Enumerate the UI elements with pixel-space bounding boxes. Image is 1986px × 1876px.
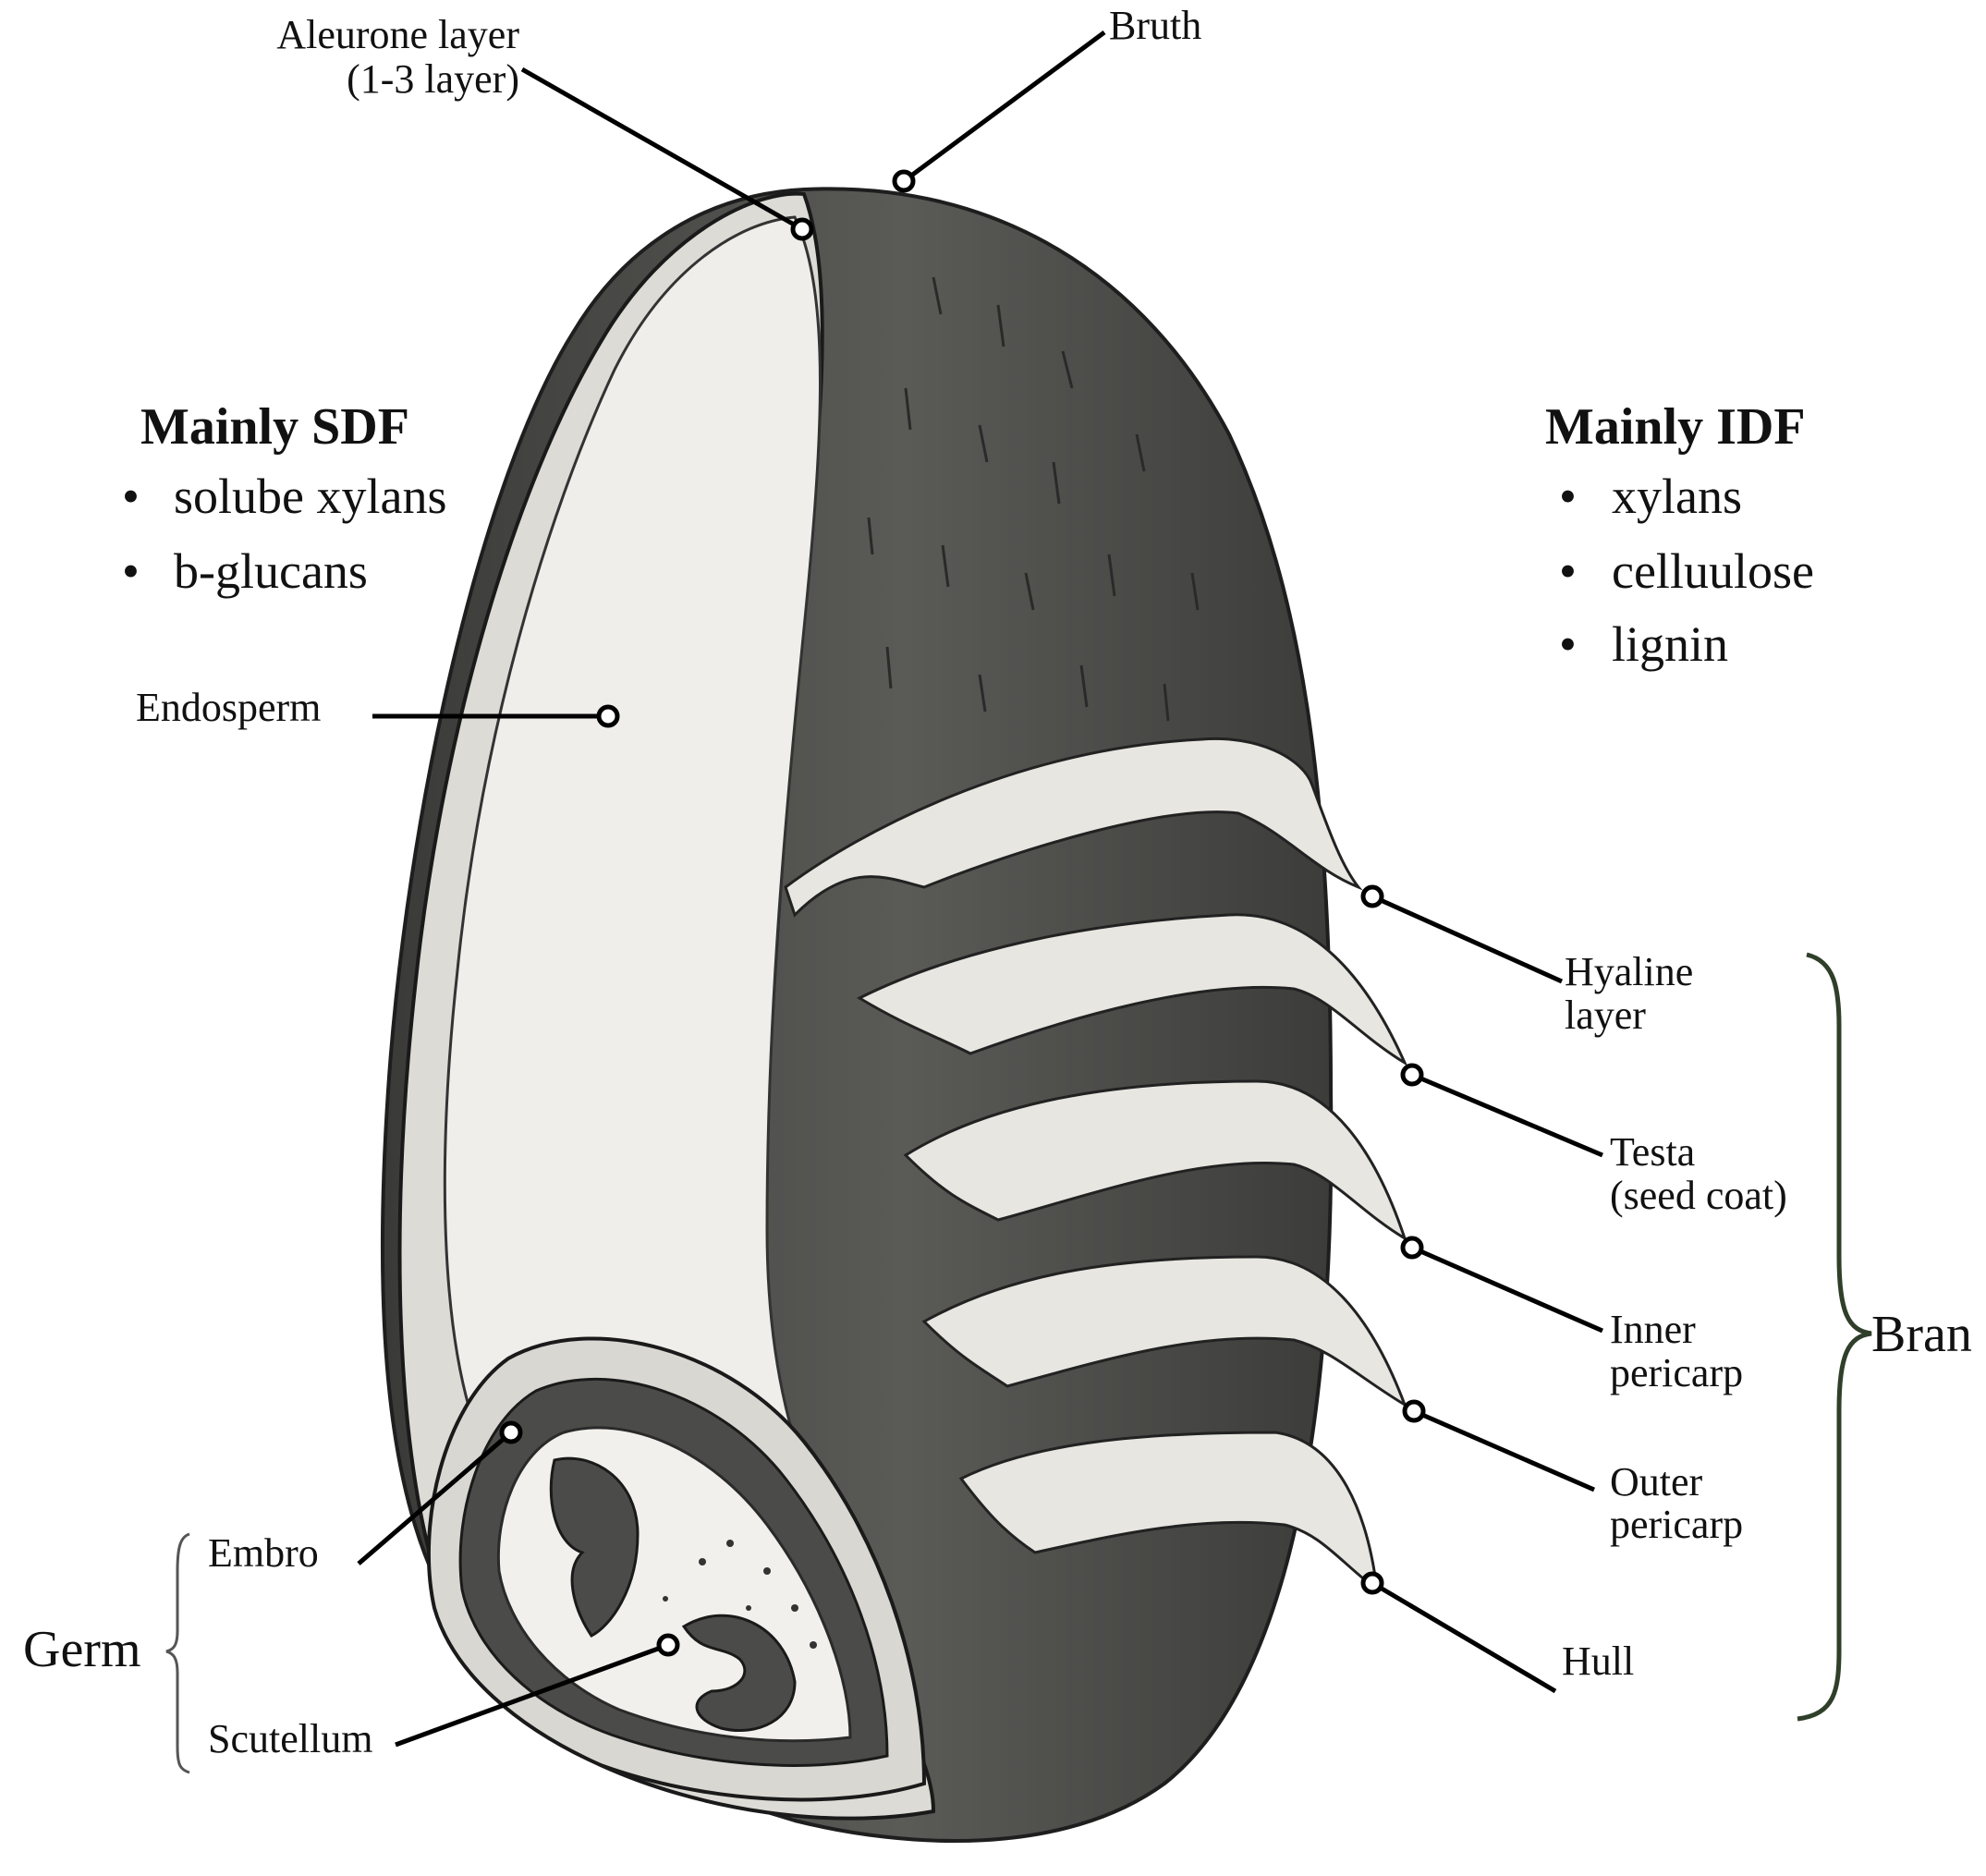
hull-pointer: [1360, 1571, 1384, 1595]
hull-label: Hull: [1562, 1638, 1634, 1684]
idf-title: Mainly IDF: [1545, 398, 1806, 456]
bruth-label: Bruth: [1109, 3, 1201, 48]
flap-inner-pericarp: [903, 1079, 1407, 1242]
flap-hyaline: [784, 737, 1363, 918]
scutellum-label: Scutellum: [208, 1716, 372, 1761]
inner-pericarp-label-line1: Inner: [1610, 1307, 1696, 1352]
outer-pericarp-label-line1: Outer: [1610, 1459, 1703, 1504]
bran-flaps: [784, 737, 1408, 1593]
idf-bullet: •: [1559, 616, 1577, 672]
germ-label: Germ: [23, 1621, 141, 1678]
labels: Aleurone layer (1-3 layer) Bruth Endospe…: [23, 3, 1972, 1761]
germ-brace: [165, 1532, 190, 1774]
idf-bullet: •: [1559, 469, 1577, 524]
embro-label: Embro: [208, 1530, 319, 1576]
idf-block: Mainly IDF • xylans • celluulose • ligni…: [1545, 398, 1814, 672]
sdf-item: solube xylans: [174, 469, 446, 524]
idf-item: celluulose: [1612, 543, 1814, 599]
embro-pointer: [499, 1420, 523, 1444]
idf-bullet: •: [1559, 543, 1577, 599]
bran-brace: [1797, 952, 1872, 1722]
flap-outer-pericarp: [921, 1255, 1407, 1408]
endosperm-pointer: [596, 704, 620, 728]
germ-region: [426, 1336, 927, 1802]
flap-testa: [856, 913, 1408, 1066]
testa-pointer: [1400, 1063, 1424, 1087]
testa-label-line2: (seed coat): [1610, 1173, 1787, 1218]
hyaline-label-line2: layer: [1565, 993, 1646, 1038]
testa-label-line1: Testa: [1610, 1129, 1695, 1175]
aleurone-pointer: [790, 217, 814, 241]
leader-lines: [357, 30, 1604, 1748]
kernel-streaks: [867, 276, 1200, 722]
idf-item: lignin: [1612, 616, 1728, 672]
sdf-item: b-glucans: [174, 543, 368, 599]
kernel: [380, 187, 1408, 1844]
hyaline-pointer: [1360, 884, 1384, 908]
flap-hull: [958, 1431, 1379, 1593]
outer-pericarp-pointer: [1402, 1399, 1426, 1423]
outer-pericarp-label-line2: pericarp: [1610, 1502, 1743, 1547]
sdf-title: Mainly SDF: [140, 398, 409, 456]
bran-label: Bran: [1871, 1306, 1972, 1363]
inner-pericarp-label-line2: pericarp: [1610, 1350, 1743, 1395]
inner-pericarp-pointer: [1400, 1236, 1424, 1260]
idf-item: xylans: [1612, 469, 1742, 524]
hyaline-label-line1: Hyaline: [1565, 949, 1693, 994]
sdf-bullet: •: [122, 543, 140, 599]
scutellum-shape: [681, 1614, 797, 1733]
sdf-bullet: •: [122, 469, 140, 524]
embryo-shape: [549, 1456, 640, 1638]
scutellum-pointer: [656, 1633, 680, 1657]
aleurone-label-line2: (1-3 layer): [347, 56, 519, 102]
sdf-block: Mainly SDF • solube xylans • b-glucans: [122, 398, 446, 599]
aleurone-label-line1: Aleurone layer: [276, 12, 519, 57]
bruth-pointer: [892, 169, 916, 193]
endosperm-label: Endosperm: [136, 685, 321, 730]
